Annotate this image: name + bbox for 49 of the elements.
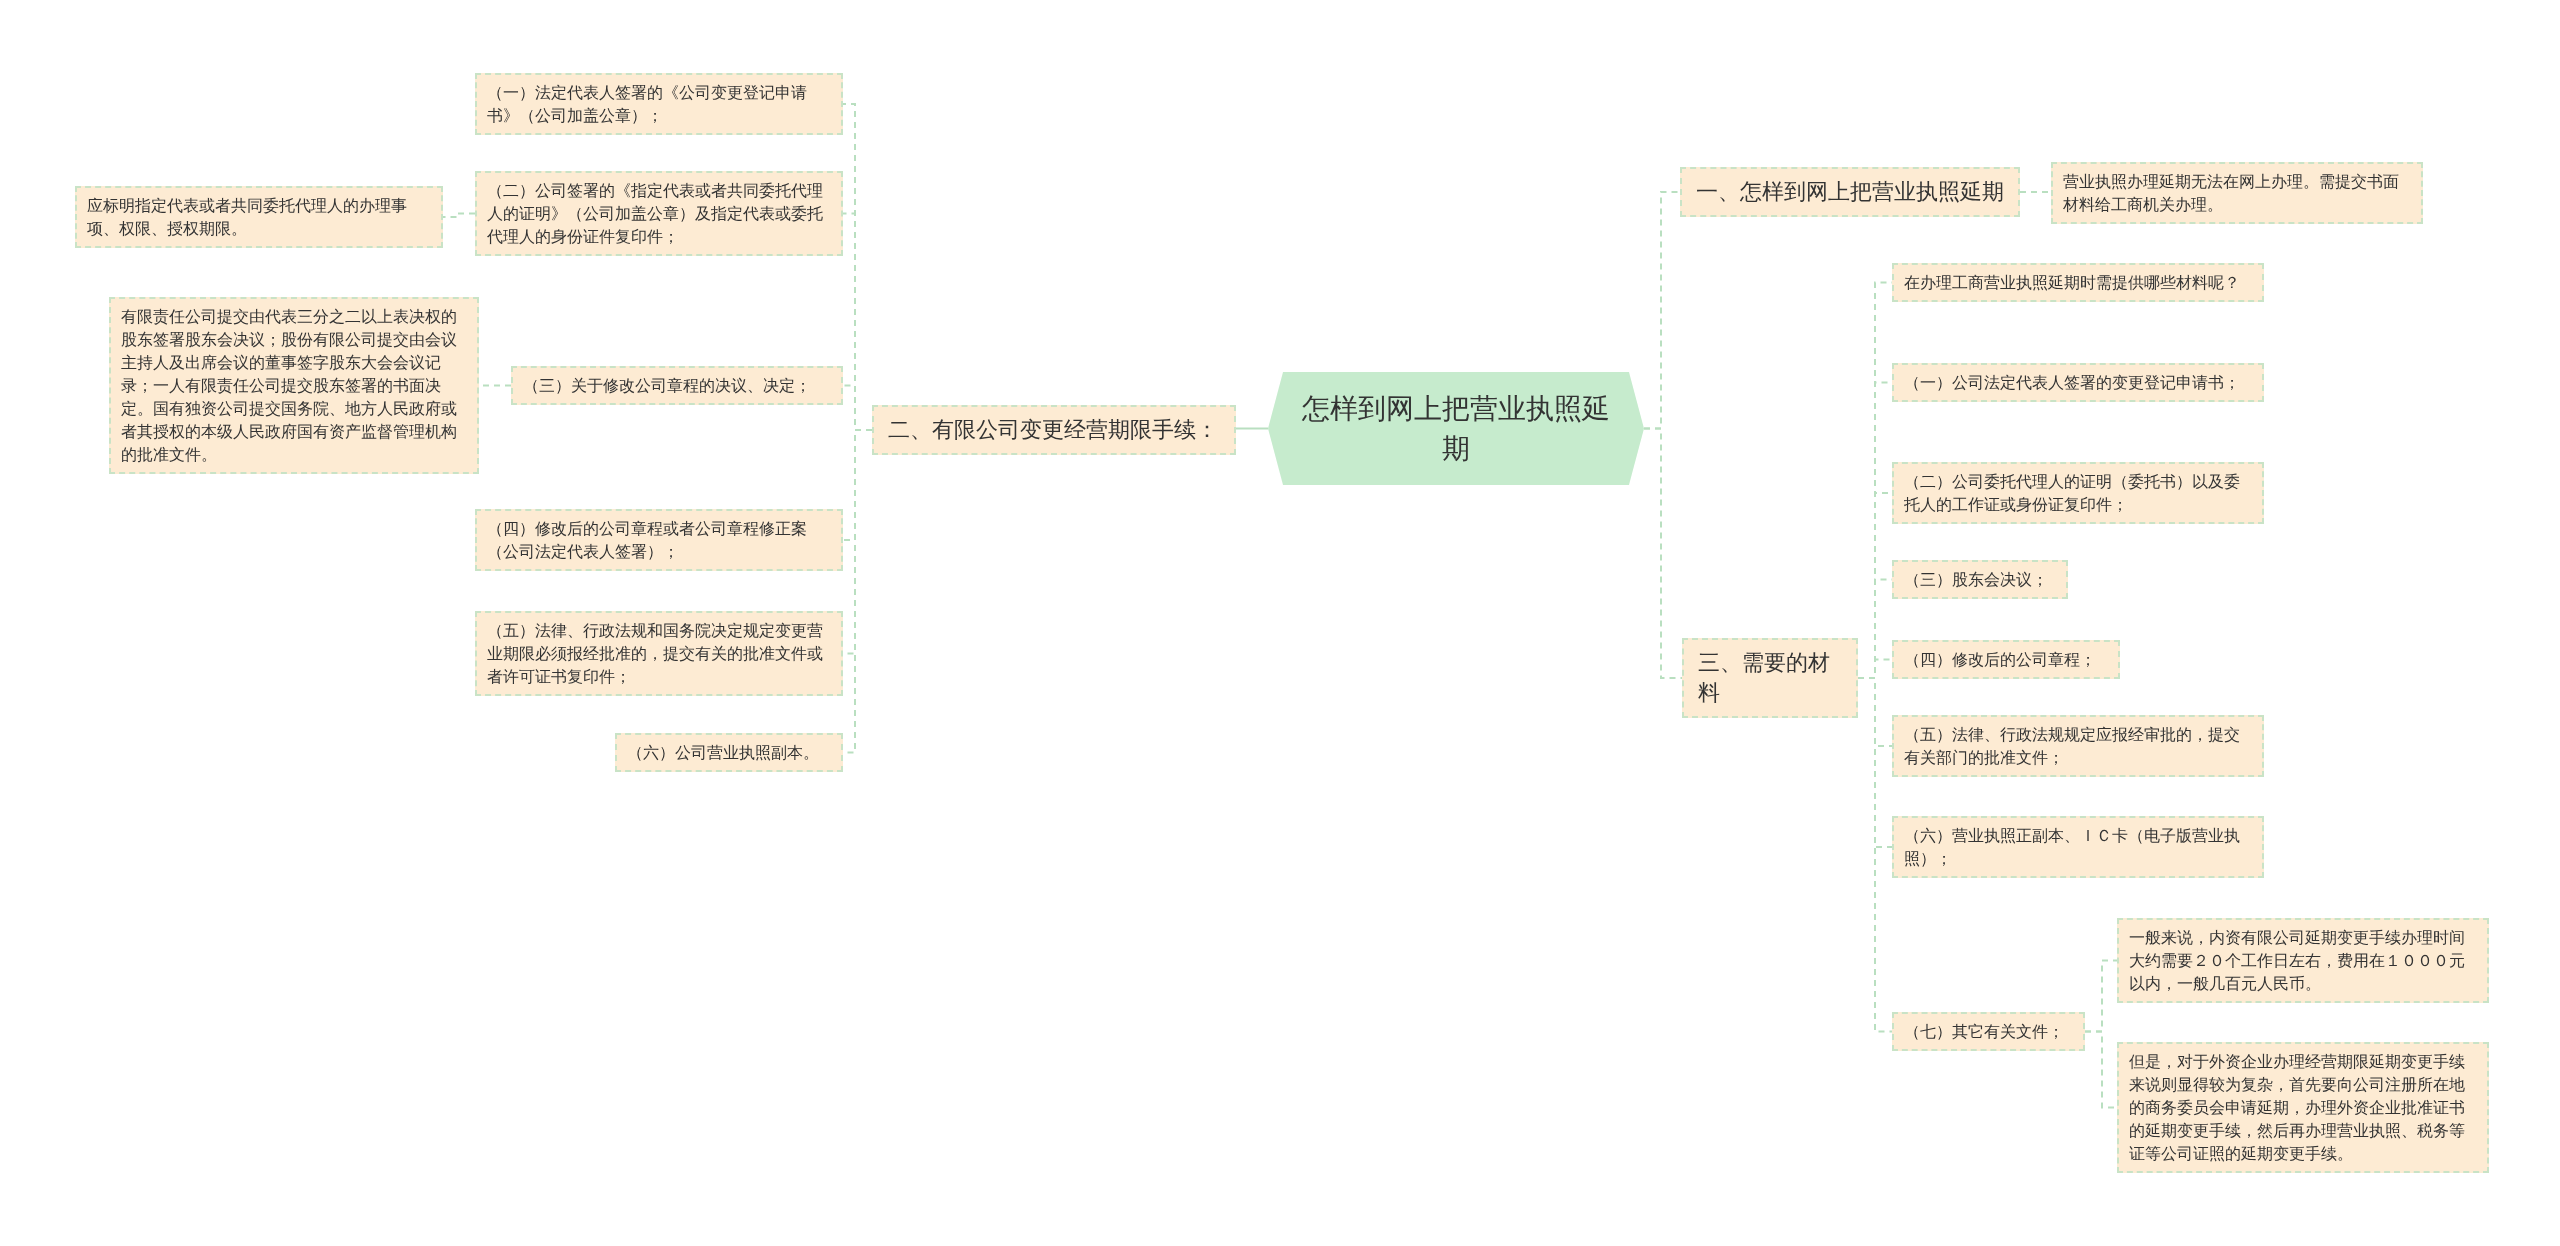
central-hexagon	[1268, 372, 1644, 485]
detail-box	[615, 733, 843, 772]
detail-text: （六）营业执照正副本、ＩＣ卡（电子版营业执照）；	[1904, 825, 2241, 870]
branch-box	[1680, 167, 2020, 217]
detail-box	[511, 366, 843, 405]
detail-text: （二）公司委托代理人的证明（委托书）以及委托人的工作证或身份证复印件；	[1904, 471, 2241, 516]
detail-text: （四）修改后的公司章程或者公司章程修正案（公司法定代表人签署）；	[487, 518, 808, 563]
branch-topic: 三、需要的材料	[1698, 649, 1831, 707]
branch-topic: 二、有限公司变更经营期限手续：	[888, 416, 1219, 444]
detail-box	[475, 73, 843, 135]
detail-box	[1892, 1012, 2085, 1051]
detail-text: 但是，对于外资企业办理经营期限延期变更手续来说则显得较为复杂，首先要向公司注册所在地的商务委员会申请延期，办理外资企业批准证书的延期变更手续，然后再办理营业执照、税务等证等公司证照的延期变更手续。	[2129, 1051, 2466, 1165]
detail-text: 应标明指定代表或者共同委托代理人的办理事项、权限、授权期限。	[87, 195, 408, 240]
detail-text: （六）公司营业执照副本。	[627, 742, 820, 764]
detail-text: （三）股东会决议；	[1904, 569, 2049, 591]
detail-text: （五）法律、行政法规和国务院决定规定变更营业期限必须报经批准的，提交有关的批准文件或者许可证书复印件；	[487, 620, 824, 688]
detail-box	[1892, 640, 2120, 679]
detail-text: 在办理工商营业执照延期时需提供哪些材料呢？	[1904, 272, 2241, 294]
detail-box	[109, 297, 479, 474]
connector-line	[1643, 427, 1683, 679]
detail-text: （三）关于修改公司章程的决议、决定；	[523, 375, 812, 397]
detail-box	[2051, 162, 2423, 224]
detail-text: 营业执照办理延期无法在网上办理。需提交书面材料给工商机关办理。	[2063, 171, 2400, 216]
detail-text: （七）其它有关文件；	[1904, 1021, 2065, 1043]
detail-box	[1892, 560, 2068, 599]
connector-line	[1235, 427, 1269, 430]
detail-text: （一）公司法定代表人签署的变更登记申请书；	[1904, 372, 2241, 394]
branch-topic: 一、怎样到网上把营业执照延期	[1696, 178, 2004, 206]
detail-box	[475, 611, 843, 696]
central-topic: 怎样到网上把营业执照延期	[1301, 390, 1611, 467]
detail-box	[2117, 918, 2489, 1003]
detail-box	[1892, 263, 2264, 302]
detail-text: （一）法定代表人签署的《公司变更登记申请书》（公司加盖公章）；	[487, 82, 808, 127]
detail-box	[75, 186, 443, 248]
detail-box	[1892, 816, 2264, 878]
detail-text: （四）修改后的公司章程；	[1904, 649, 2097, 671]
detail-text: 一般来说，内资有限公司延期变更手续办理时间大约需要２０个工作日左右，费用在１０００元以内，一般几百元人民币。	[2129, 927, 2466, 995]
branch-box	[1682, 638, 1858, 718]
detail-text: 有限责任公司提交由代表三分之二以上表决权的股东签署股东会决议；股份有限公司提交由会议主持人及出席会议的董事签字股东大会会议记录；一人有限责任公司提交股东签署的书面决定。国有独资公司提交国务院、地方人民政府或者其授权的本级人民政府国有资产监督管理机构的批准文件。	[121, 306, 458, 466]
detail-box	[1892, 462, 2264, 524]
connector-line	[442, 212, 476, 218]
detail-box	[2117, 1042, 2489, 1173]
detail-box	[1892, 715, 2264, 777]
detail-box	[475, 171, 843, 256]
detail-text: （二）公司签署的《指定代表或者共同委托代理人的证明》（公司加盖公章）及指定代表或委托代理人的身份证件复印件；	[487, 180, 824, 248]
detail-box	[475, 509, 843, 571]
detail-text: （五）法律、行政法规规定应报经审批的，提交有关部门的批准文件；	[1904, 724, 2241, 769]
detail-box	[1892, 363, 2264, 402]
branch-box	[872, 405, 1236, 455]
